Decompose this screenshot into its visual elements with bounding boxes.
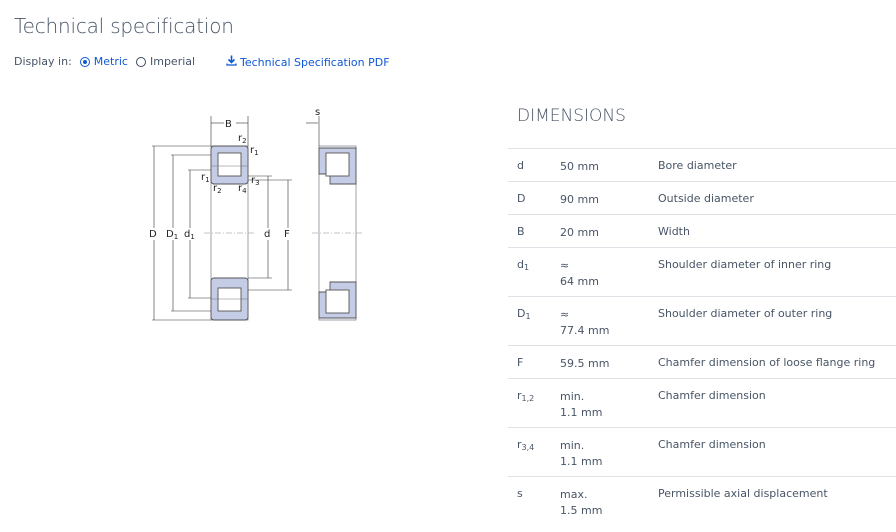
label-r1-left: r1	[201, 172, 210, 184]
bearing-drawing: B s r2 r1 r1 r2 r3 r4 D D1 d1 d F	[149, 107, 362, 321]
table-row: r1,2 min.1.1 mm Chamfer dimension	[508, 378, 896, 427]
row-value: ≈77.4 mm	[560, 308, 610, 337]
row-value: 20 mm	[560, 226, 599, 239]
row-symbol: B	[517, 225, 525, 238]
row-description: Shoulder diameter of inner ring	[658, 258, 832, 271]
bearing-front-view	[204, 145, 256, 321]
table-row: F 59.5 mm Chamfer dimension of loose fla…	[508, 345, 896, 378]
row-symbol: D1	[517, 307, 531, 321]
row-symbol: d	[517, 159, 524, 172]
row-value: max.1.5 mm	[560, 488, 603, 517]
unit-selector-label: Display in:	[14, 55, 72, 68]
row-description: Chamfer dimension	[658, 438, 766, 451]
dimensions-table: d 50 mm Bore diameter D 90 mm Outside di…	[508, 148, 896, 523]
label-bore-diameter: d	[264, 229, 270, 240]
table-row: d 50 mm Bore diameter	[508, 148, 896, 181]
table-row: r3,4 min.1.1 mm Chamfer dimension	[508, 427, 896, 476]
label-r2-top: r2	[238, 133, 247, 145]
table-row: d1 ≈64 mm Shoulder diameter of inner rin…	[508, 247, 896, 296]
pdf-link-label: Technical Specification PDF	[240, 55, 390, 69]
label-outer-diameter: D	[149, 229, 157, 240]
row-description: Bore diameter	[658, 159, 737, 172]
row-description: Outside diameter	[658, 192, 754, 205]
label-flange-diameter: F	[284, 229, 290, 240]
page-title: Technical specification	[14, 14, 234, 38]
row-value: min.1.1 mm	[560, 390, 603, 419]
dimension-lines	[152, 116, 320, 321]
metric-label: Metric	[93, 55, 128, 68]
row-description: Chamfer dimension	[658, 389, 766, 402]
label-r1-right: r1	[250, 145, 259, 157]
row-symbol: r3,4	[517, 438, 535, 452]
table-row: s max.1.5 mm Permissible axial displacem…	[508, 476, 896, 523]
row-symbol: D	[517, 192, 526, 205]
row-description: Shoulder diameter of outer ring	[658, 307, 833, 320]
table-row: B 20 mm Width	[508, 214, 896, 247]
technical-specification-pdf-link[interactable]: Technical Specification PDF	[226, 55, 390, 69]
row-description: Chamfer dimension of loose flange ring	[658, 356, 876, 369]
imperial-label: Imperial	[149, 55, 196, 68]
row-description: Permissible axial displacement	[658, 487, 828, 500]
row-symbol: r1,2	[517, 389, 535, 403]
table-row: D 90 mm Outside diameter	[508, 181, 896, 214]
row-value: 50 mm	[560, 160, 599, 173]
metric-radio[interactable]: Metric	[79, 55, 128, 68]
bearing-side-view	[312, 145, 362, 321]
label-r4: r4	[238, 183, 247, 195]
row-symbol: s	[517, 487, 523, 500]
imperial-radio[interactable]: Imperial	[135, 55, 196, 68]
row-value: 59.5 mm	[560, 357, 610, 370]
row-value: min.1.1 mm	[560, 439, 603, 468]
row-symbol: d1	[517, 258, 530, 272]
download-icon	[226, 55, 237, 69]
row-value: 90 mm	[560, 193, 599, 206]
radio-unselected-icon	[135, 56, 146, 67]
row-description: Width	[658, 225, 690, 238]
label-b: B	[225, 119, 232, 130]
table-row: D1 ≈77.4 mm Shoulder diameter of outer r…	[508, 296, 896, 345]
label-inner-shoulder: d1	[184, 229, 195, 241]
unit-selector: Display in: Metric Imperial	[14, 55, 203, 68]
row-value: ≈64 mm	[560, 259, 599, 288]
label-r3: r3	[251, 175, 260, 187]
label-s: s	[315, 107, 320, 118]
dimensions-title: DIMENSIONS	[517, 106, 626, 126]
row-symbol: F	[517, 356, 524, 369]
label-r2-bottom: r2	[213, 183, 222, 195]
radio-selected-icon	[79, 56, 90, 67]
label-outer-shoulder: D1	[166, 229, 178, 241]
